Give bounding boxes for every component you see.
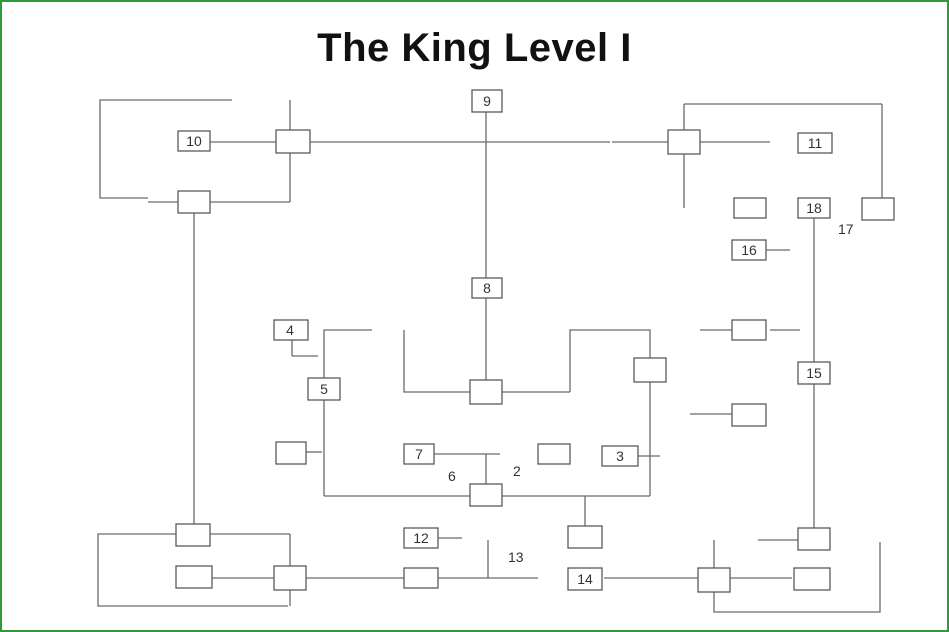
label-18: 18 bbox=[806, 200, 822, 216]
map-title: The King Level I bbox=[317, 26, 632, 70]
label-4: 4 bbox=[286, 322, 294, 338]
room-west bbox=[177, 190, 211, 214]
room-16 bbox=[731, 239, 767, 261]
label-5: 5 bbox=[320, 381, 328, 397]
room-unlabeled-a bbox=[733, 197, 767, 219]
label-8: 8 bbox=[483, 280, 491, 296]
label-12: 12 bbox=[413, 530, 429, 546]
room-center-right bbox=[633, 357, 667, 383]
label-14: 14 bbox=[577, 571, 593, 587]
room-sw-top bbox=[175, 523, 211, 547]
room-se-hub bbox=[697, 567, 731, 593]
label-9: 9 bbox=[483, 93, 491, 109]
room-15 bbox=[797, 361, 831, 385]
room-labels: 9 10 11 18 16 8 4 5 15 7 3 12 14 17 6 2 … bbox=[186, 93, 854, 587]
label-13: 13 bbox=[508, 549, 524, 565]
room-2 bbox=[469, 483, 503, 507]
room-3 bbox=[601, 445, 639, 467]
room-8 bbox=[471, 277, 503, 299]
label-3: 3 bbox=[616, 448, 624, 464]
room-9 bbox=[471, 89, 503, 113]
label-7: 7 bbox=[415, 446, 423, 462]
room-12 bbox=[403, 527, 439, 549]
room-east-b bbox=[731, 403, 767, 427]
label-6: 6 bbox=[448, 468, 456, 484]
label-16: 16 bbox=[741, 242, 757, 258]
room-se-right bbox=[793, 567, 831, 591]
room-17-box bbox=[861, 197, 895, 221]
room-se-top bbox=[797, 527, 831, 551]
room-east-a bbox=[731, 319, 767, 341]
room-7 bbox=[403, 443, 435, 465]
label-2: 2 bbox=[513, 463, 521, 479]
label-15: 15 bbox=[806, 365, 822, 381]
room-hub-tl bbox=[275, 129, 311, 154]
label-17: 17 bbox=[838, 221, 854, 237]
room-south bbox=[567, 525, 603, 549]
corridors bbox=[97, 99, 883, 613]
room-sw-left bbox=[175, 565, 213, 589]
room-10 bbox=[177, 130, 211, 152]
room-13 bbox=[403, 567, 439, 589]
room-unlabeled-b bbox=[275, 441, 307, 465]
rooms bbox=[175, 89, 895, 593]
room-11 bbox=[797, 132, 833, 154]
room-center bbox=[469, 379, 503, 405]
room-sw-hub bbox=[273, 565, 307, 591]
room-14 bbox=[567, 567, 603, 591]
room-18 bbox=[797, 197, 831, 219]
room-hub-tr bbox=[667, 129, 701, 155]
label-11: 11 bbox=[808, 135, 823, 151]
label-10: 10 bbox=[186, 133, 202, 149]
room-5 bbox=[307, 377, 341, 401]
room-unlabeled-c bbox=[537, 443, 571, 465]
room-4 bbox=[273, 319, 309, 341]
